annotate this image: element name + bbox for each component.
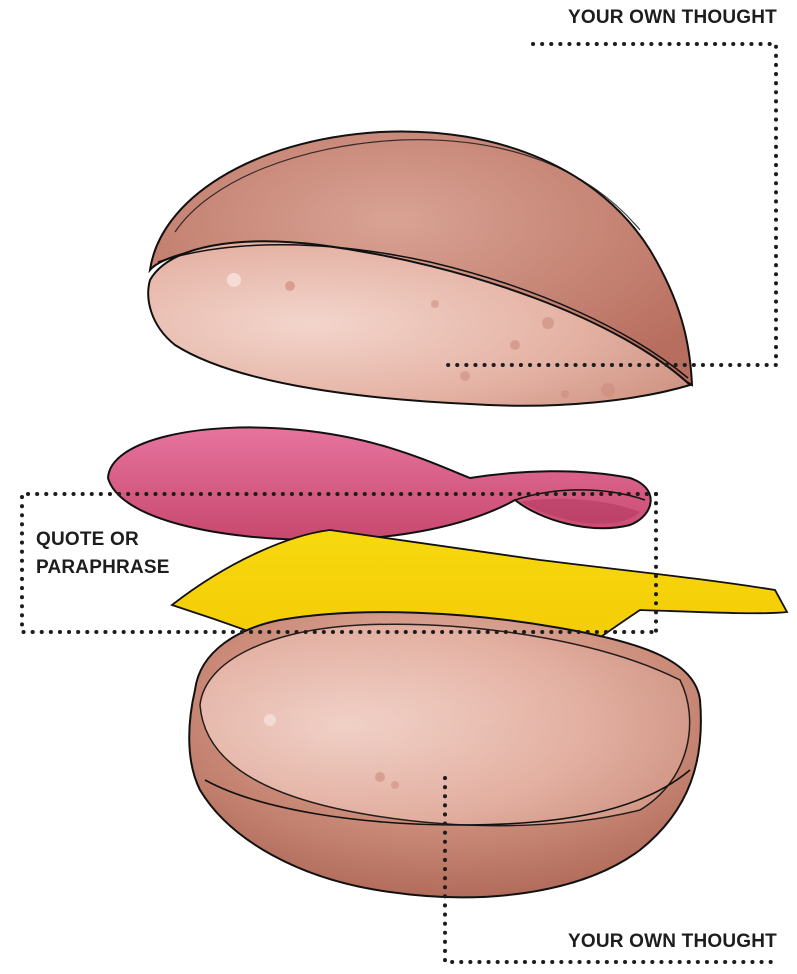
quote-or-paraphrase-label: QUOTE OR PARAPHRASE [36, 526, 170, 582]
meat-slice-shape [108, 427, 651, 540]
top-bun-pore [431, 300, 439, 308]
your-own-thought-top-label: YOUR OWN THOUGHT [568, 4, 777, 32]
quote-label-line-2: PARAPHRASE [36, 554, 170, 582]
top-bun-pore [542, 317, 554, 329]
quote-label-line-1: QUOTE OR [36, 526, 170, 554]
bottom-bun-pore [391, 781, 399, 789]
meat-slice [108, 427, 651, 540]
top-bun-pore [561, 390, 569, 398]
your-own-thought-bottom-label: YOUR OWN THOUGHT [568, 928, 777, 956]
top-bun-pore [601, 383, 615, 397]
top-bun-pore [510, 340, 520, 350]
bottom-bun-pore [375, 772, 385, 782]
top-bun-pore [285, 281, 295, 291]
bottom-bun-pore [264, 714, 276, 726]
top-bun-pore [460, 371, 470, 381]
top-bun-pore [227, 273, 241, 287]
bottom-bun [189, 612, 701, 897]
